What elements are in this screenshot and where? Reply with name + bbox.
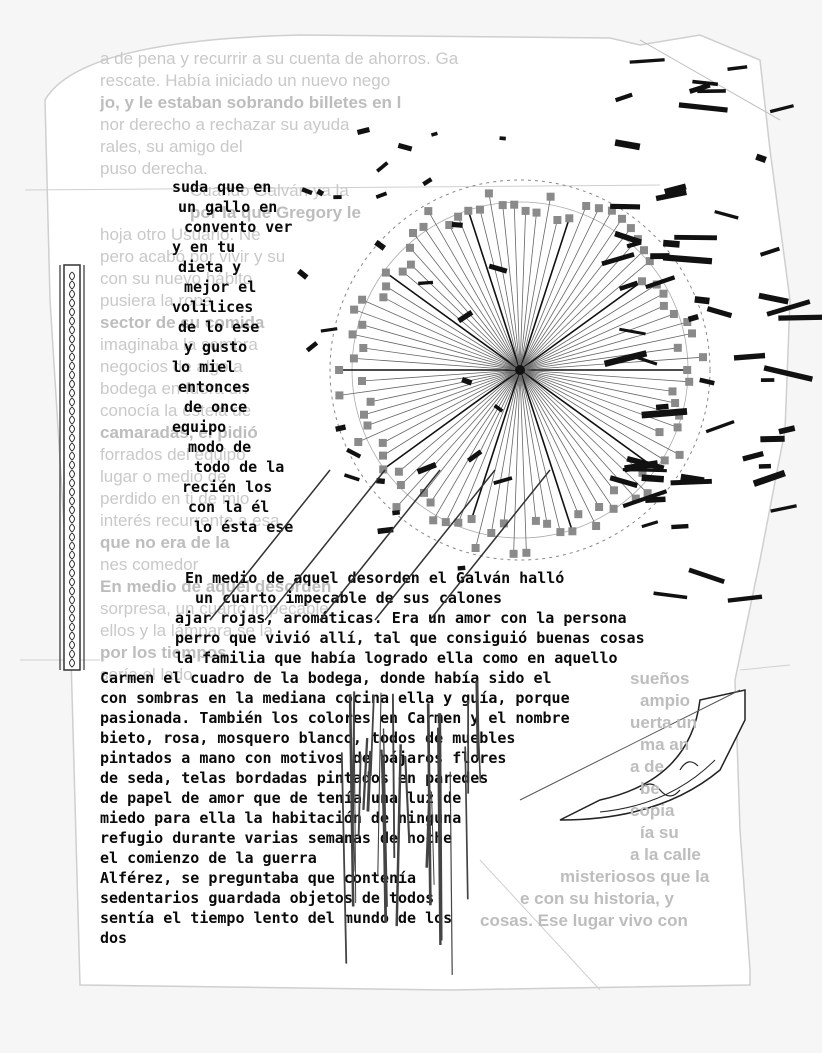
inked-text-line: de papel de amor que de tenía una luz de <box>100 789 461 807</box>
inked-text-line: mejor el <box>184 278 256 296</box>
inked-text-line: el comienzo de la guerra <box>100 849 317 867</box>
inked-text-line: dieta y <box>178 258 241 276</box>
inked-text-line: pintados a mano con motivos de pájaros f… <box>100 749 506 767</box>
faded-text-line: pero acabó por vivir y su <box>100 247 285 266</box>
inked-text-line: de seda, telas bordadas pintados en pare… <box>100 769 488 787</box>
faded-text-line: bodega en fuera un <box>100 379 247 398</box>
inked-text-line: sentía el tiempo lento del mundo de los <box>100 909 452 927</box>
inked-text-block: En medio de aquel desorden el Galván hal… <box>100 569 645 947</box>
faded-text-line: que no era de la <box>100 533 230 552</box>
faded-text-line: rescate. Había iniciado un nuevo nego <box>100 71 390 90</box>
inked-text-line: pasionada. También los colores en Carmen… <box>100 709 570 727</box>
faded-text-line: misteriosos que la <box>560 867 710 886</box>
faded-text-line: ma an <box>640 735 689 754</box>
inked-text-line: perro que vivió allí, tal que consiguió … <box>175 629 645 647</box>
faded-text-line: ampio <box>640 691 690 710</box>
vertical-ink-strokes <box>209 469 551 975</box>
inked-text-line: la familia que había logrado ella como e… <box>175 649 618 667</box>
faded-text-line: ellos y la lámpara se la <box>100 621 273 640</box>
faded-text-line: lugar o medio de <box>100 467 227 486</box>
inked-text-line: volilices <box>172 298 253 316</box>
faded-text-line: a la calle <box>630 845 701 864</box>
inked-text-line: Alférez, se preguntaba que contenía <box>100 869 416 887</box>
faded-text-line: hoja otro Usuario. Ne <box>100 225 261 244</box>
inked-text-line: y gusto <box>184 338 247 356</box>
inked-text-line: bieto, rosa, mosquero blanco, todos de m… <box>100 729 515 747</box>
faded-text-line: e con su historia, y <box>520 889 675 908</box>
faded-text-line: forrados del equipo <box>100 445 246 464</box>
inked-text-line: todo de la <box>194 458 284 476</box>
faded-text-line: a de <box>630 757 664 776</box>
faded-text-line: be <box>640 779 660 798</box>
inked-text-line: un gallo en <box>178 198 277 216</box>
inked-text-line: lo miel <box>172 358 235 376</box>
inked-text-line: miedo para ella la habitación de ninguna <box>100 809 461 827</box>
faded-text-line: En medio de aquel desorden <box>100 577 331 596</box>
faded-text-line: sueños <box>630 669 690 688</box>
inked-text-line: y en tu <box>172 238 235 256</box>
faded-text-line: nor derecho a rechazar su ayuda <box>100 115 350 134</box>
faded-text-line: ía su <box>640 823 679 842</box>
faded-text-right: sueños ampio uerta un ma an a de be copia ía su… <box>480 669 710 930</box>
inked-text-line: de once <box>184 398 247 416</box>
ornamental-border <box>59 264 85 671</box>
inked-text-line: con sombras en la mediana cocina ella y … <box>100 689 570 707</box>
faded-text-line: perdido en ti de mio <box>100 489 249 508</box>
inked-text-line: de lo ese <box>178 318 259 336</box>
faded-text-line: camaradas, él pidió <box>100 423 258 442</box>
inked-text-line: lo ésta ese <box>194 518 293 536</box>
faded-text-line: sector de su comida <box>100 313 265 332</box>
faded-text-line: sorpresa, un cuarto impecable <box>100 599 329 618</box>
inked-text-line: equipo <box>172 418 226 436</box>
faded-text-line: rales, su amigo del <box>100 137 243 156</box>
inked-text-line: dos <box>100 929 127 947</box>
faded-text-line: uerta un <box>630 713 697 732</box>
inked-text-line: modo de <box>188 438 251 456</box>
faded-text-line: con su nuevo hábito <box>100 269 252 288</box>
faded-text-line: pusiera la ropa <box>100 291 213 310</box>
faded-text-line: a de pena y recurrir a su cuenta de ahor… <box>100 49 459 68</box>
faded-text-line: cosas. Ese lugar vivo con <box>480 911 688 930</box>
faded-text-line: imaginaba la sombra <box>100 335 258 354</box>
inked-text-line: convento ver <box>184 218 292 236</box>
inked-text-line: refugio durante varias semanas de noche <box>100 829 452 847</box>
inked-fragments-right <box>296 58 822 603</box>
faded-text-line: conocía la estela de <box>100 401 251 420</box>
inked-text-line: con la él <box>188 498 269 516</box>
faded-background-text: a de pena y recurrir a su cuenta de ahor… <box>99 49 459 684</box>
faded-text-line: interés recurrente a esa <box>100 511 280 530</box>
inked-text-column: suda que en un gallo en convento ver y en t… <box>172 178 293 536</box>
inked-text-line: suda que en <box>172 178 271 196</box>
faded-text-line: copia <box>630 801 675 820</box>
faded-text-line: por la que Gregory le <box>190 203 361 222</box>
faded-text-line: negocios de algo a <box>100 357 243 376</box>
inked-text-line: recién los <box>182 478 272 496</box>
faded-text-line: puso derecha. <box>100 159 208 178</box>
inked-text-line: ajar rojas, aromáticas. Era un amor con … <box>175 609 627 627</box>
faded-text-line: por los tiempos <box>100 643 227 662</box>
faded-text-line: jo, y le estaban sobrando billetes en l <box>99 93 401 112</box>
inked-text-line: sedentarios guardada objetos de todos <box>100 889 434 907</box>
faded-text-line: Cuando Galván ya la <box>190 181 349 200</box>
faded-text-line: nes comedor <box>100 555 199 574</box>
inked-text-line: un cuarto impecable de sus calones <box>195 589 502 607</box>
inked-text-line: entonces <box>178 378 250 396</box>
inked-text-line: En medio de aquel desorden el Galván hal… <box>185 569 564 587</box>
faded-text-line: sería el lado <box>100 665 193 684</box>
torn-paper-sheet <box>44 34 791 991</box>
ornamental-plate-fragment <box>519 689 746 821</box>
inked-text-line: Carmen el cuadro de la bodega, donde hab… <box>100 669 552 687</box>
